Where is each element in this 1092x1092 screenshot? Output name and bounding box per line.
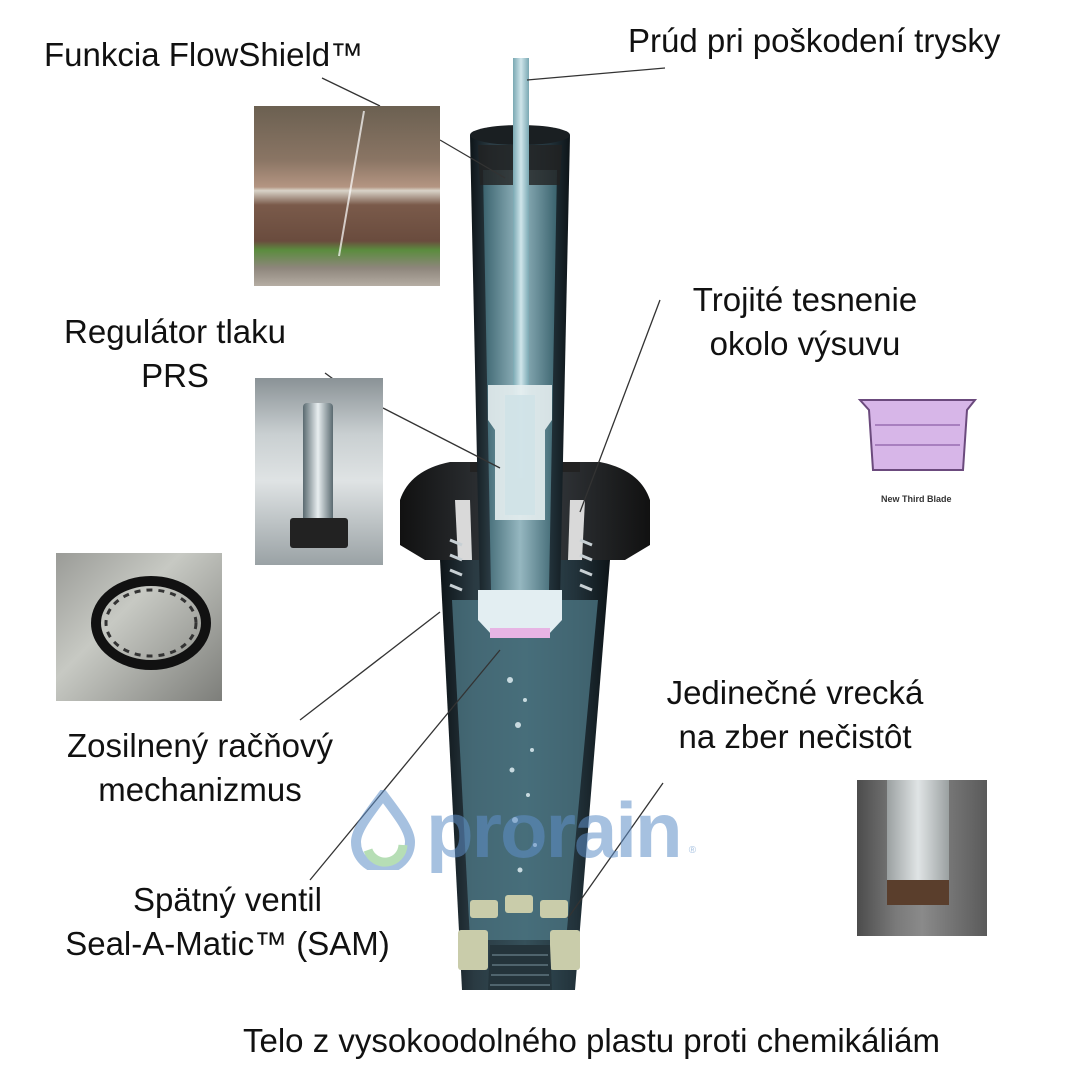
seal-right	[568, 500, 585, 560]
threaded-inlet	[488, 945, 552, 990]
sprinkler-jet-icon	[338, 110, 365, 257]
leader-prs-b	[382, 407, 501, 469]
prorain-watermark: prorain ®	[348, 786, 697, 874]
leader-debris-pockets	[567, 782, 664, 919]
leader-flowshield-b	[439, 139, 506, 179]
label-ratchet-line1: Zosilnený račňový	[67, 727, 333, 764]
inlet-threads	[490, 954, 550, 986]
third-blade-photo: New Third Blade	[855, 390, 981, 510]
debris-pocket-photo	[857, 780, 987, 936]
ratchet-ring-icon	[91, 576, 211, 670]
spring-left	[449, 538, 463, 592]
body-inner-water	[452, 600, 598, 940]
label-debris-pockets-line2: na zber nečistôt	[678, 718, 912, 755]
label-ratchet-line2: mechanizmus	[98, 771, 302, 808]
third-blade-caption: New Third Blade	[881, 494, 952, 504]
label-ratchet: Zosilnený račňový mechanizmus	[30, 724, 370, 812]
label-triple-seal-line1: Trojité tesnenie	[692, 281, 918, 318]
label-body: Telo z vysokoodolného plastu proti chemi…	[243, 1022, 941, 1059]
prs-photo	[255, 378, 383, 565]
label-debris-pockets-line1: Jedinečné vrecká	[666, 674, 924, 711]
label-prs: Regulátor tlaku PRS	[40, 310, 310, 398]
flowshield-photo	[254, 106, 440, 286]
label-triple-seal-line2: okolo výsuvu	[709, 325, 901, 362]
label-prs-line2: PRS	[141, 357, 209, 394]
label-sam-valve-line2: Seal-A-Matic™ (SAM)	[65, 925, 390, 962]
prs-base-icon	[290, 518, 348, 548]
watermark-registered: ®	[688, 845, 697, 856]
label-flowshield: Funkcia FlowShield™	[44, 36, 364, 73]
riser-clear-icon	[887, 780, 949, 890]
leader-nozzle-stream	[526, 67, 666, 81]
label-sam-valve-line1: Spätný ventil	[133, 881, 322, 918]
label-nozzle-stream: Prúd pri poškodení trysky	[628, 22, 1001, 59]
prorain-drop-icon	[350, 790, 416, 870]
label-triple-seal: Trojité tesnenie okolo výsuvu	[660, 278, 950, 366]
third-blade-seal-icon	[857, 399, 978, 471]
sam-seal	[490, 628, 550, 638]
ratchet-photo	[56, 553, 222, 701]
spring-right	[579, 538, 593, 592]
water-stream	[513, 58, 529, 478]
label-debris-pockets: Jedinečné vrecká na zber nečistôt	[635, 671, 955, 759]
leader-flowshield-a	[321, 77, 381, 107]
leader-lines	[299, 67, 666, 919]
leader-ratchet	[299, 611, 441, 721]
watermark-text: prorain	[426, 785, 683, 874]
label-sam-valve: Spätný ventil Seal-A-Matic™ (SAM)	[40, 878, 415, 966]
leader-sam-valve	[309, 649, 501, 881]
debris-pockets	[458, 895, 580, 970]
leader-triple-seal	[579, 299, 661, 513]
debris-band-icon	[887, 880, 949, 905]
water-bubbles	[507, 677, 537, 873]
label-prs-line1: Regulátor tlaku	[64, 313, 286, 350]
sam-valve	[478, 590, 562, 635]
